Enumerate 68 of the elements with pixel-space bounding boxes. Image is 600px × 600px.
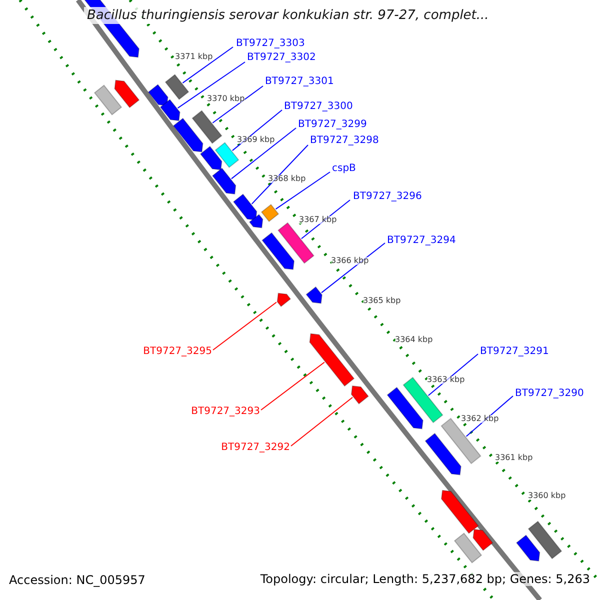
tick-label: 3371 kbp (175, 53, 213, 61)
gene-label: BT9727_3299 (298, 120, 367, 130)
leader-line (231, 128, 296, 180)
gene-block (278, 222, 314, 264)
gene-block (454, 532, 482, 564)
gene-label: cspB (332, 164, 356, 174)
gene-feature (172, 118, 204, 152)
gene-label: BT9727_3298 (310, 136, 379, 146)
tick-label: 3364 kbp (395, 336, 433, 344)
gene-feature (114, 80, 140, 108)
genome-info-text: Topology: circular; Length: 5,237,682 bp; Genes: 5,263 (258, 572, 592, 586)
gene-block (192, 110, 222, 144)
gene-feature (350, 385, 369, 404)
leader-line (232, 110, 282, 152)
tick-label: 3369 kbp (237, 136, 275, 144)
gene-feature (440, 490, 479, 534)
gene-block (94, 84, 122, 116)
gene-label: BT9727_3296 (353, 192, 422, 202)
tick-label: 3366 kbp (331, 257, 369, 265)
gene-block (260, 204, 280, 222)
gene-feature (160, 98, 180, 122)
gene-feature (309, 333, 355, 387)
gene-label: BT9727_3303 (236, 39, 305, 49)
gene-label: BT9727_3300 (284, 102, 353, 112)
leader-line (300, 200, 350, 240)
gene-block (214, 142, 240, 168)
leader-line (321, 242, 386, 294)
leader-line (466, 396, 514, 437)
gene-label: BT9727_3293 (191, 407, 260, 417)
gene-feature (472, 528, 494, 552)
gene-feature (200, 146, 222, 170)
accession-text: Accession: NC_005957 (9, 574, 146, 586)
leader-line (212, 86, 264, 124)
gene-label: BT9727_3294 (387, 236, 456, 246)
tick-label: 3368 kbp (268, 175, 306, 183)
gene-feature (386, 386, 424, 430)
gene-feature (248, 214, 264, 228)
tick-label: 3363 kbp (427, 376, 465, 384)
gene-label: BT9727_3302 (247, 53, 316, 63)
tick-label: 3362 kbp (461, 415, 499, 423)
gene-block (164, 74, 190, 100)
gene-label: BT9727_3292 (221, 443, 290, 453)
leader-line (260, 362, 325, 410)
leader-line (182, 46, 234, 84)
gene-feature (516, 534, 540, 562)
gene-label: BT9727_3290 (515, 389, 584, 399)
gene-feature (232, 194, 258, 220)
leader-line (251, 144, 308, 204)
gene-feature (306, 286, 322, 304)
gene-feature (148, 84, 168, 106)
leader-line (275, 172, 330, 210)
gene-label: BT9727_3291 (480, 347, 549, 357)
gene-feature (212, 168, 236, 194)
gene-feature (424, 432, 462, 476)
gene-label: BT9727_3295 (143, 347, 212, 357)
gene-label: BT9727_3301 (265, 77, 334, 87)
leader-line (212, 302, 277, 350)
tick-label: 3367 kbp (299, 216, 337, 224)
tick-label: 3370 kbp (207, 95, 245, 103)
leader-line (290, 396, 353, 446)
leader-line (428, 354, 478, 396)
tick-label: 3361 kbp (495, 454, 533, 462)
leader-line (177, 62, 246, 109)
tick-label: 3360 kbp (528, 492, 566, 500)
tick-label: 3365 kbp (363, 297, 401, 305)
gene-block (528, 520, 562, 560)
gene-feature (262, 232, 295, 270)
gene-feature (276, 292, 292, 308)
